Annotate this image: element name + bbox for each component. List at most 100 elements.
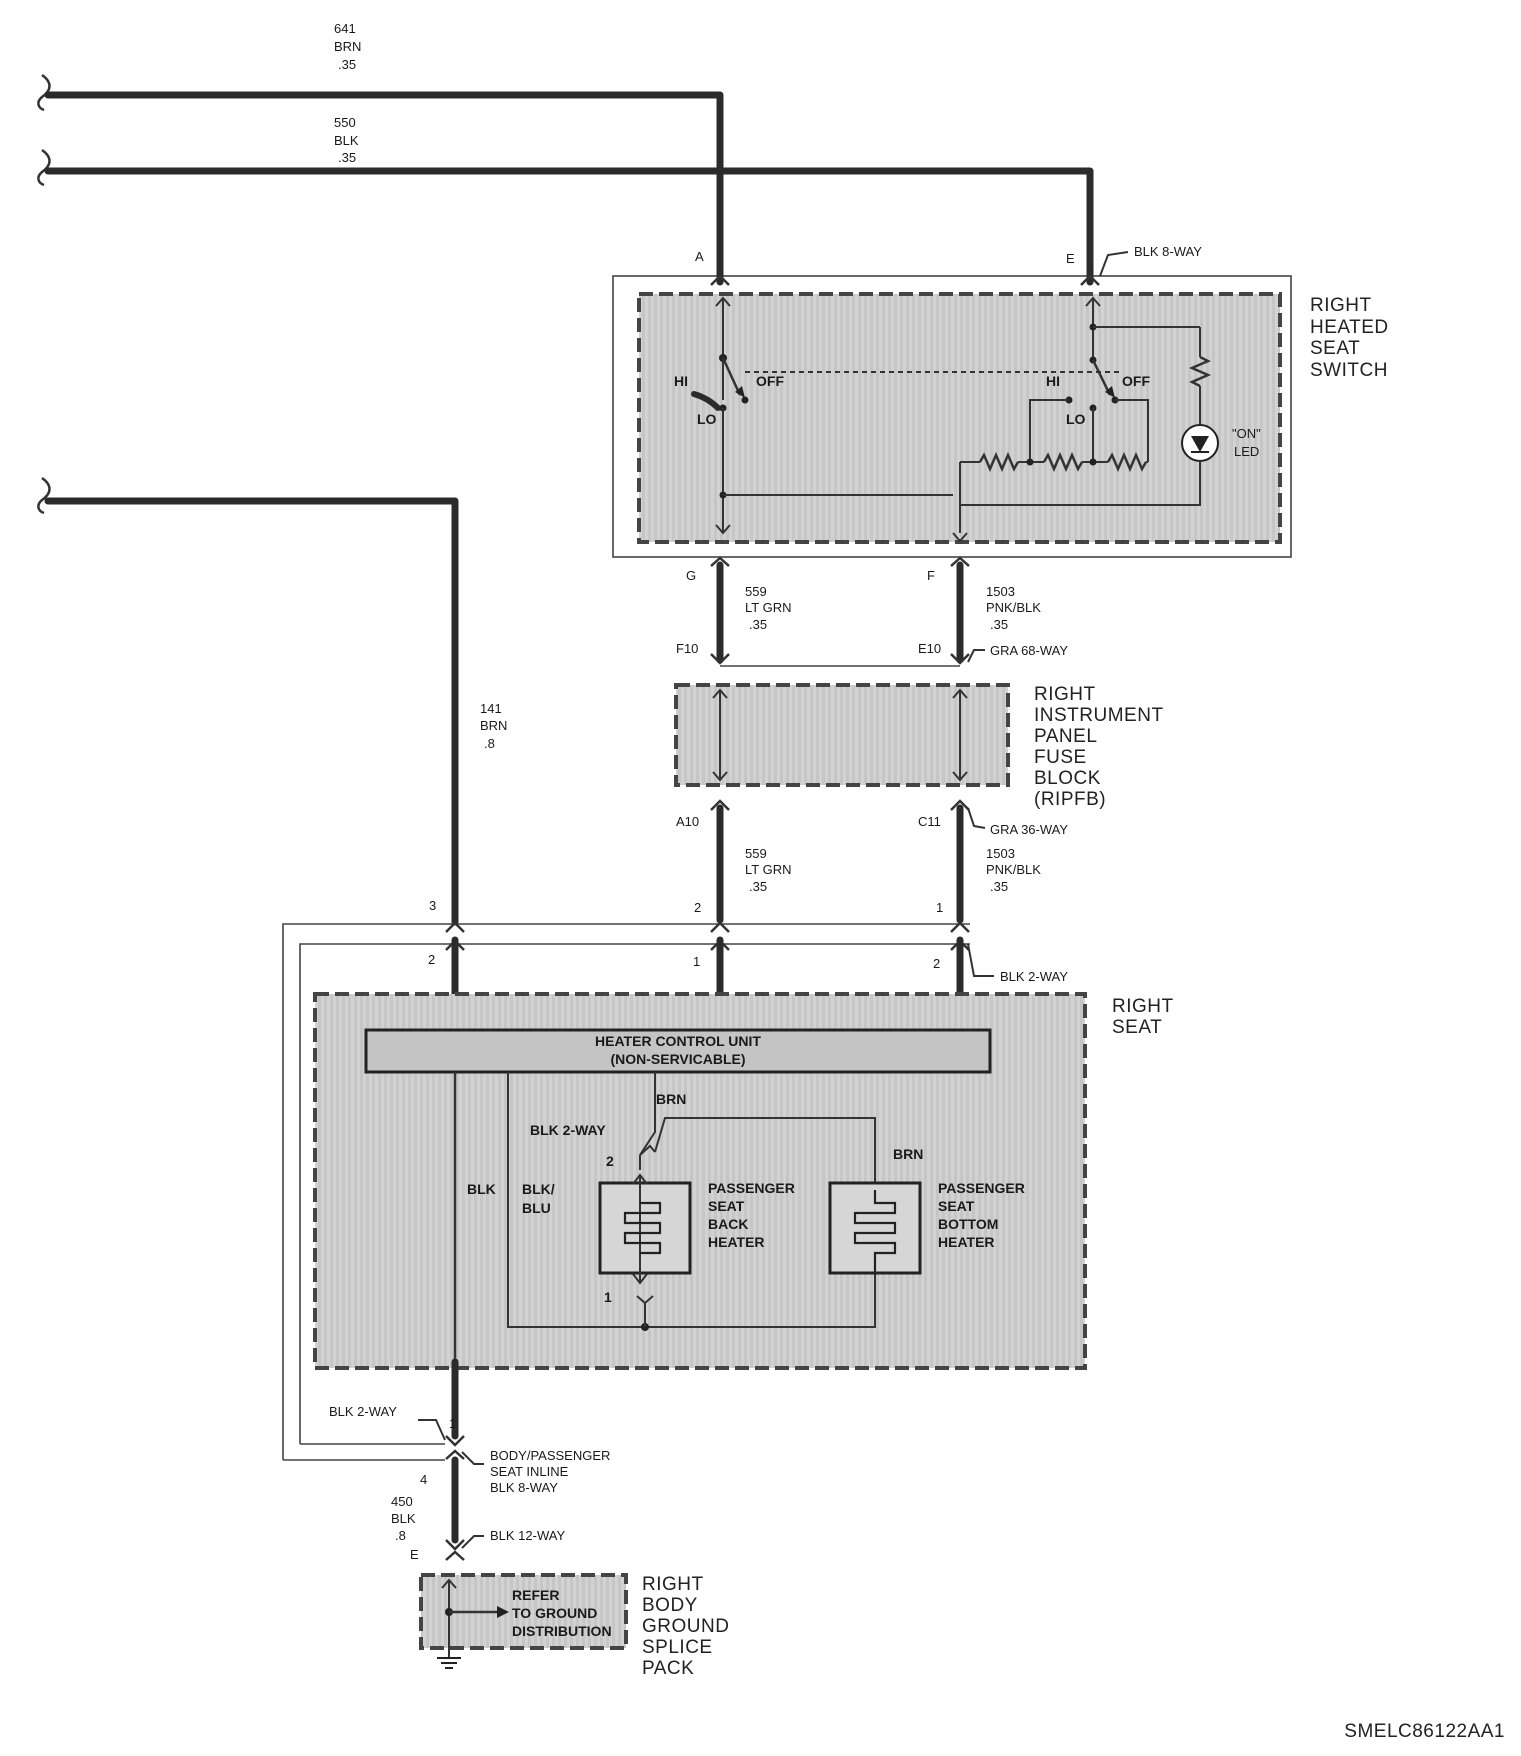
connector-label: BLK 2-WAY (329, 1404, 397, 1419)
resistor-icon (978, 451, 1020, 473)
resistor-icon (1042, 451, 1084, 473)
component-label: HEATED (1310, 317, 1389, 338)
ground-wiring: BLK 2-WAY 1 4 BODY/PASSENGER SEAT INLINE… (329, 1358, 610, 1562)
pin-label: A (695, 249, 704, 264)
connector-label: BLK 8-WAY (490, 1480, 558, 1495)
wire-number: 1503 (986, 846, 1015, 861)
heater-label: BACK (708, 1216, 748, 1232)
wire-color: BLK (334, 133, 359, 148)
wire-550-blk: 550 BLK .35 (37, 115, 1094, 280)
connector-leader (461, 1535, 484, 1549)
right-seat: RIGHT SEAT HEATER CONTROL UNIT (NON-SERV… (313, 992, 1173, 1370)
wire-number: 641 (334, 21, 356, 36)
component-label: BLOCK (1034, 768, 1101, 789)
wire-break-icon (37, 476, 51, 515)
led-label: "ON" (1232, 426, 1261, 441)
component-label: GROUND (642, 1616, 729, 1637)
component-label: SEAT (1112, 1017, 1162, 1038)
connector-label: SEAT INLINE (490, 1464, 569, 1479)
wire-color-label: BLK (467, 1181, 496, 1197)
component-label: FUSE (1034, 747, 1087, 768)
wire-color-label: BRN (656, 1091, 686, 1107)
wire-break-icon (37, 148, 51, 187)
passenger-seat-back-heater: PASSENGER SEAT BACK HEATER (598, 1173, 795, 1285)
component-label: SPLICE (642, 1637, 713, 1658)
pin-label: 1 (449, 1416, 456, 1431)
connector-label: BLK 2-WAY (1000, 969, 1068, 984)
wire-gauge: .35 (338, 57, 356, 72)
connector-leader (967, 649, 985, 663)
wire-number: 559 (745, 584, 767, 599)
wire-641-brn: 641 BRN .35 (37, 21, 724, 280)
pin-label: 4 (420, 1472, 427, 1487)
pin-label: 1 (693, 954, 700, 969)
connector-leader (967, 943, 994, 977)
component-label: (RIPFB) (1034, 789, 1106, 810)
component-label: BODY (642, 1595, 698, 1616)
wire-141-brn: 141 BRN .8 (37, 476, 507, 926)
wire-color: BRN (480, 718, 507, 733)
wire-gauge: .35 (990, 879, 1008, 894)
wire-gauge: .35 (338, 150, 356, 165)
wire-gauge: .35 (749, 617, 767, 632)
right-body-ground-splice-pack: REFER TO GROUND DISTRIBUTION RIGHT BODY … (419, 1573, 729, 1679)
wire-color-label: BLU (522, 1200, 551, 1216)
switch-position-label: LO (697, 411, 717, 427)
pin-label: 1 (936, 900, 943, 915)
pin-label: E (1066, 251, 1075, 266)
wires-switch-to-fuse-block: G F F10 E10 GRA 68-WAY 559 LT GRN .35 15… (676, 556, 1068, 667)
heater-control-unit (364, 1028, 992, 1074)
wire-color: BLK (391, 1511, 416, 1526)
wire-number: 559 (745, 846, 767, 861)
connector-leader (418, 1419, 446, 1441)
connector-label: GRA 36-WAY (990, 822, 1068, 837)
wire-gauge: .8 (484, 736, 495, 751)
pin-label: E (410, 1547, 419, 1562)
wire-break-icon (37, 73, 51, 112)
switch-position-label: HI (674, 373, 688, 389)
connector-label: BLK 12-WAY (490, 1528, 565, 1543)
wire-color-label: BRN (893, 1146, 923, 1162)
heater-element-icon (598, 1181, 692, 1275)
right-heated-seat-switch: A E BLK 8-WAY HI OFF LO (612, 244, 1389, 558)
component-label: RIGHT (642, 1574, 704, 1595)
heater-label: BOTTOM (938, 1216, 998, 1232)
right-instrument-panel-fuse-block: RIGHT INSTRUMENT PANEL FUSE BLOCK (RIPFB… (674, 683, 1163, 810)
connector-label: BLK 2-WAY (530, 1122, 606, 1138)
pin-label: F (927, 568, 935, 583)
passenger-seat-bottom-heater: PASSENGER SEAT BOTTOM HEATER (828, 1180, 1025, 1275)
heater-label: HEATER (708, 1234, 765, 1250)
pin-label: C11 (918, 814, 941, 829)
led-label: LED (1234, 444, 1259, 459)
component-label: SEAT (1310, 338, 1360, 359)
pin-label: 3 (429, 898, 436, 913)
wire-gauge: .35 (990, 617, 1008, 632)
hcu-label: HEATER CONTROL UNIT (595, 1033, 761, 1049)
inline-connector-outline (282, 923, 970, 1460)
wire-number: 550 (334, 115, 356, 130)
figure-id: SMELC86122AA1 (1344, 1721, 1505, 1742)
wire-number: 141 (480, 701, 502, 716)
connector-leader (1099, 251, 1129, 277)
wire-gauge: .8 (395, 1528, 406, 1543)
switch-position-label: OFF (756, 373, 784, 389)
pin-label: 1 (604, 1289, 612, 1305)
connector-leader (967, 807, 986, 829)
wires-fuse-block-to-seat: A10 C11 GRA 36-WAY 559 LT GRN .35 1503 P… (676, 799, 1068, 924)
pin-label: 2 (694, 900, 701, 915)
component-label: PANEL (1034, 726, 1097, 747)
wire-color-label: BLK/ (522, 1181, 555, 1197)
switch-position-label: OFF (1122, 373, 1150, 389)
switch-connector-outline (612, 275, 1292, 558)
wire-gauge: .35 (749, 879, 767, 894)
pin-label: E10 (918, 641, 941, 656)
fuse-block-body (674, 683, 1010, 787)
resistor-icon (1188, 355, 1212, 388)
heater-label: HEATER (938, 1234, 995, 1250)
pin-label: A10 (676, 814, 699, 829)
component-label: RIGHT (1310, 295, 1372, 316)
ground-ref-label: DISTRIBUTION (512, 1623, 612, 1639)
switch-position-label: LO (1066, 411, 1086, 427)
pin-label: G (686, 568, 696, 583)
heater-label: PASSENGER (938, 1180, 1025, 1196)
